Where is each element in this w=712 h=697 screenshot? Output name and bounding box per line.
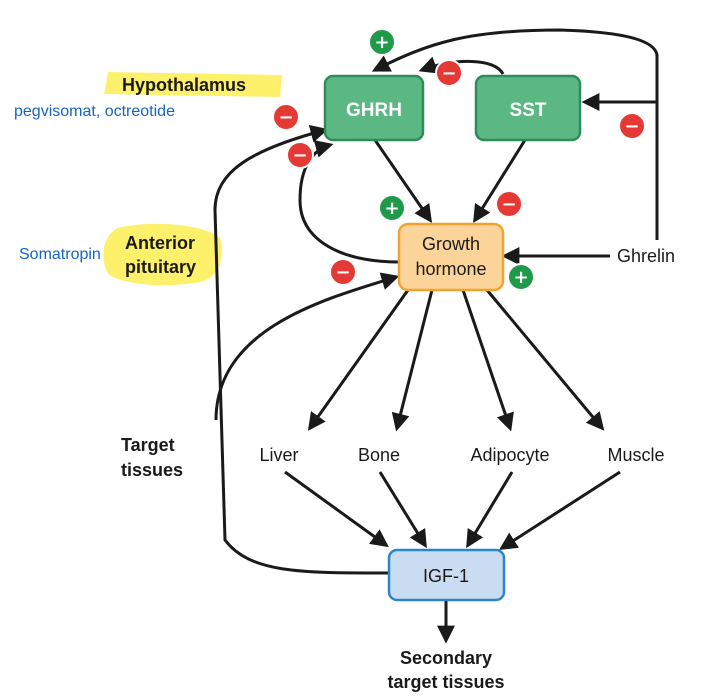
gh-box bbox=[397, 222, 505, 292]
arrow-gh-to-muscle bbox=[485, 289, 605, 431]
minus-sign: − bbox=[335, 262, 350, 283]
minus-badge-gh-ghrh: − bbox=[286, 141, 314, 169]
minus-badge-ghrelin-sst: − bbox=[618, 112, 646, 140]
igf1-box bbox=[387, 548, 506, 602]
anterior-pituitary-highlight bbox=[103, 223, 222, 286]
minus-sign: − bbox=[292, 145, 307, 166]
ghrh-box bbox=[323, 74, 425, 142]
arrow-sst-to-gh bbox=[473, 139, 527, 224]
liver-label: Liver bbox=[259, 445, 298, 465]
minus-badge-sst-gh: − bbox=[495, 190, 523, 218]
hypothalamus-highlight bbox=[104, 72, 282, 97]
arrow-bone-to-igf1 bbox=[378, 471, 427, 549]
gh-label-line2: hormone bbox=[415, 259, 486, 279]
sst-box bbox=[474, 74, 582, 142]
hypothalamus-label: Hypothalamus bbox=[122, 75, 246, 95]
arrow-gh-to-liver bbox=[307, 289, 410, 431]
plus-badge-ghrh-gh: + bbox=[378, 194, 406, 222]
arrow-ghrh-to-gh bbox=[373, 139, 433, 223]
arrow-igf1-feedback-to-gh bbox=[214, 272, 400, 421]
arrow-liver-to-igf1 bbox=[284, 470, 389, 548]
target-tissues-label-line2: tissues bbox=[121, 460, 183, 480]
minus-sign: − bbox=[278, 107, 293, 128]
plus-sign: + bbox=[513, 267, 528, 288]
anterior-pituitary-label-line2: pituitary bbox=[125, 257, 196, 277]
ghrelin-label: Ghrelin bbox=[617, 246, 675, 266]
arrow-adipocyte-to-igf1 bbox=[466, 471, 514, 549]
bone-label: Bone bbox=[358, 445, 400, 465]
minus-badge-igf1-ghrh: − bbox=[272, 103, 300, 131]
plus-sign: + bbox=[384, 198, 399, 219]
gh-label-line1: Growth bbox=[422, 234, 480, 254]
arrow-gh-to-bone bbox=[391, 289, 434, 432]
arrow-gh-to-adipocyte bbox=[461, 289, 514, 432]
adipocyte-label: Adipocyte bbox=[470, 445, 549, 465]
arrow-ghrelin-to-ghrh bbox=[371, 28, 659, 240]
plus-badge-ghrelin-gh: + bbox=[507, 263, 535, 291]
arrow-igf1-feedback-to-ghrh bbox=[213, 125, 389, 575]
arrow-muscle-to-igf1 bbox=[498, 470, 621, 550]
sst-label: SST bbox=[510, 100, 547, 121]
secondary-target-label-line2: target tissues bbox=[387, 672, 504, 692]
muscle-label: Muscle bbox=[607, 445, 664, 465]
arrow-sst-to-ghrh bbox=[418, 56, 505, 75]
plus-badge-ghrelin-ghrh: + bbox=[368, 28, 396, 56]
minus-badge-sst-ghrh: − bbox=[435, 59, 463, 87]
plus-sign: + bbox=[374, 32, 389, 53]
minus-badge-igf1-gh: − bbox=[329, 258, 357, 286]
ghrh-label: GHRH bbox=[346, 100, 402, 121]
anterior-pituitary-label-line1: Anterior bbox=[125, 233, 195, 253]
igf1-label: IGF-1 bbox=[423, 566, 469, 586]
target-tissues-label-line1: Target bbox=[121, 435, 175, 455]
secondary-target-label-line1: Secondary bbox=[400, 648, 492, 668]
drug-annotation-pituitary: Somatropin bbox=[19, 246, 101, 263]
minus-sign: − bbox=[501, 194, 516, 215]
drug-annotation-hypothalamus: pegvisomat, octreotide bbox=[14, 103, 175, 120]
minus-sign: − bbox=[624, 116, 639, 137]
minus-sign: − bbox=[441, 63, 456, 84]
